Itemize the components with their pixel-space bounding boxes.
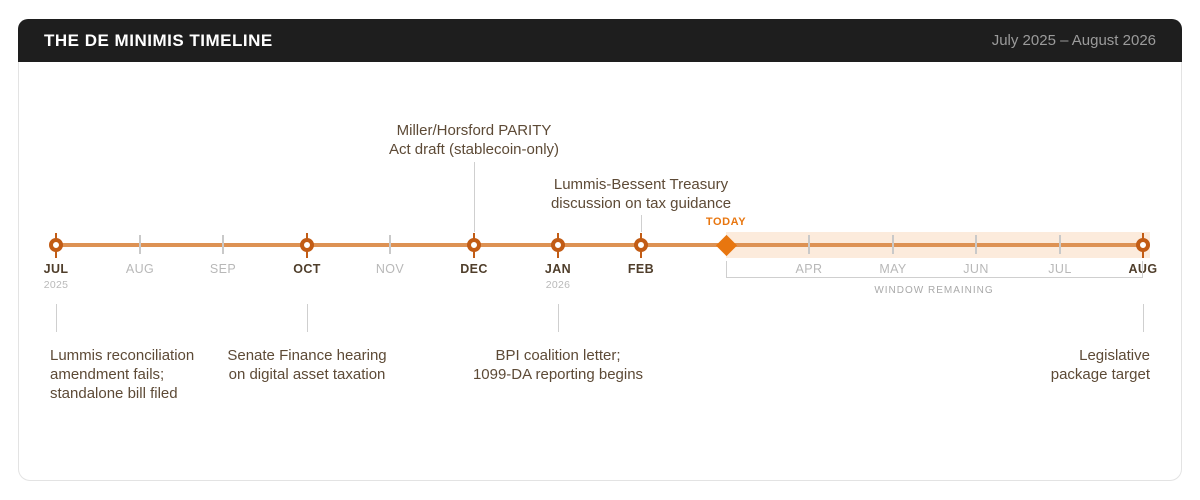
- tick-icon: [139, 235, 141, 254]
- month-label: AUG: [125, 262, 155, 276]
- today-label: TODAY: [705, 216, 747, 228]
- month-label: OCT: [293, 262, 321, 276]
- event-marker-icon: [1136, 238, 1150, 252]
- card-body: [18, 62, 1182, 481]
- annotation-line: package target: [1050, 366, 1150, 383]
- event-marker-icon: [551, 238, 565, 252]
- event-marker-icon: [634, 238, 648, 252]
- year-label: 2025: [43, 279, 69, 291]
- annotation-treasury-discussion: Lummis-Bessent Treasury discussion on ta…: [551, 175, 731, 213]
- window-remaining-bracket: [726, 261, 1143, 278]
- annotation-bpi-letter: BPI coalition letter; 1099-DA reporting …: [473, 346, 643, 384]
- event-marker-icon: [49, 238, 63, 252]
- annotation-line: BPI coalition letter;: [495, 347, 621, 364]
- leader-line: [307, 304, 308, 332]
- leader-line: [641, 215, 642, 232]
- tick-icon: [892, 235, 894, 254]
- month-label: SEP: [209, 262, 237, 276]
- month-label: JUL: [43, 262, 69, 276]
- year-label: 2026: [545, 279, 571, 291]
- month-label: JUL: [1048, 262, 1072, 276]
- tick-icon: [1059, 235, 1061, 254]
- timeline-axis-line: [52, 243, 1150, 247]
- annotation-line: Legislative: [1079, 347, 1150, 364]
- annotation-line: discussion on tax guidance: [550, 195, 732, 212]
- annotation-line: 1099-DA reporting begins: [472, 366, 644, 383]
- annotation-line: Lummis reconciliation: [50, 347, 195, 364]
- tick-icon: [389, 235, 391, 254]
- card-header: THE DE MINIMIS TIMELINE July 2025 – Augu…: [18, 19, 1182, 62]
- month-label: APR: [795, 262, 823, 276]
- annotation-senate-hearing: Senate Finance hearing on digital asset …: [227, 346, 386, 384]
- page-title: THE DE MINIMIS TIMELINE: [44, 30, 273, 50]
- event-marker-icon: [300, 238, 314, 252]
- annotation-parity-act: Miller/Horsford PARITY Act draft (stable…: [389, 121, 559, 159]
- annotation-legislative-target: Legislative package target: [1051, 346, 1150, 384]
- month-label: NOV: [375, 262, 405, 276]
- annotation-line: amendment fails;: [50, 366, 165, 383]
- month-label: FEB: [627, 262, 655, 276]
- leader-line: [474, 162, 475, 232]
- timeline-card: THE DE MINIMIS TIMELINE July 2025 – Augu…: [18, 19, 1182, 481]
- annotation-line: on digital asset taxation: [228, 366, 386, 383]
- window-remaining-label: WINDOW REMAINING: [874, 285, 994, 296]
- month-label: MAY: [879, 262, 907, 276]
- month-label: DEC: [460, 262, 488, 276]
- annotation-line: Miller/Horsford PARITY: [396, 122, 552, 139]
- tick-icon: [222, 235, 224, 254]
- date-range-label: July 2025 – August 2026: [991, 32, 1156, 49]
- annotation-line: standalone bill filed: [50, 385, 178, 402]
- annotation-line: Lummis-Bessent Treasury: [553, 176, 729, 193]
- leader-line: [56, 304, 57, 332]
- annotation-line: Act draft (stablecoin-only): [388, 141, 560, 158]
- tick-icon: [808, 235, 810, 254]
- tick-icon: [975, 235, 977, 254]
- month-label: JUN: [963, 262, 989, 276]
- event-marker-icon: [467, 238, 481, 252]
- month-label: JAN: [544, 262, 572, 276]
- annotation-reconciliation: Lummis reconciliation amendment fails; s…: [50, 346, 194, 403]
- leader-line: [558, 304, 559, 332]
- leader-line: [1143, 304, 1144, 332]
- annotation-line: Senate Finance hearing: [227, 347, 387, 364]
